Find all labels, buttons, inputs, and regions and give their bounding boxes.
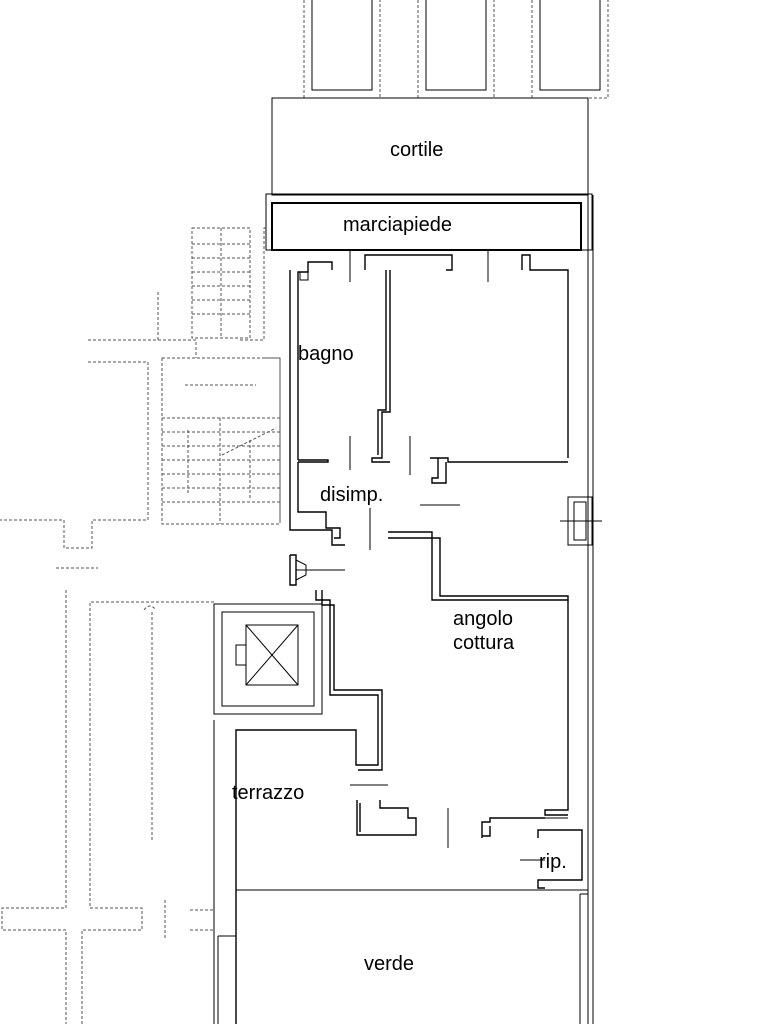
garden-verde [217,889,588,1024]
label-marciapiede: marciapiede [343,214,452,236]
right-outer-wall [587,195,594,1024]
label-cortile: cortile [390,139,443,161]
label-cottura: cottura [453,632,515,654]
storage-rip [520,829,583,889]
label-disimp: disimp. [320,484,383,506]
staircase [0,227,281,549]
label-angolo: angolo [453,608,513,630]
label-terrazzo: terrazzo [232,782,304,804]
building-walls [235,250,602,1024]
elevator-shaft [213,603,323,1024]
lower-left-neighbor [1,567,214,1024]
label-bagno: bagno [298,343,354,365]
label-rip: rip. [539,851,567,873]
sidewalk-outline [265,193,593,251]
label-verde: verde [364,953,414,975]
courtyard-outline [271,97,589,196]
top-neighbor-blocks [303,0,609,99]
